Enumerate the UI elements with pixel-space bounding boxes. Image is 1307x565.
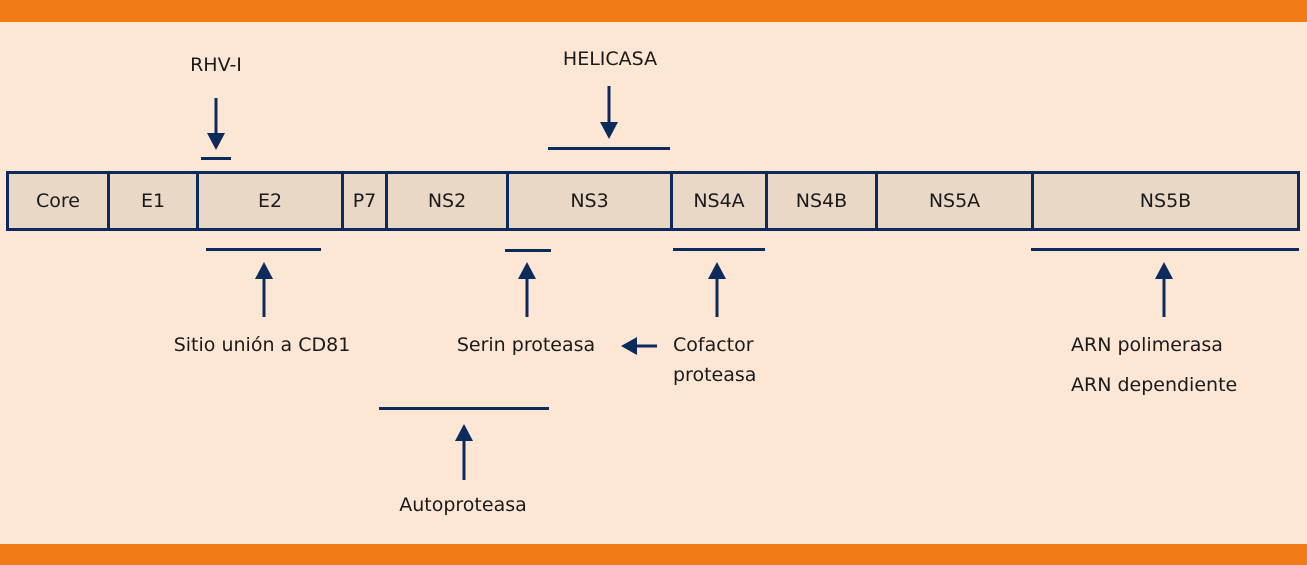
serin-region-bar	[505, 249, 551, 252]
helicasa-label: HELICASA	[562, 48, 658, 70]
segment-ns2: NS2	[388, 174, 509, 228]
segment-label: NS2	[427, 190, 467, 212]
cofactor-to-serin-arrow-icon	[621, 337, 657, 355]
cd81-region-bar	[206, 248, 321, 251]
segment-ns4a: NS4A	[673, 174, 768, 228]
segment-ns5a: NS5A	[878, 174, 1034, 228]
segment-label: E1	[140, 190, 166, 212]
top-band	[0, 0, 1307, 22]
cofactor-label-line2: proteasa	[673, 364, 757, 386]
segment-label: E2	[257, 190, 283, 212]
segment-e2: E2	[199, 174, 344, 228]
rhv-region-bar	[201, 157, 231, 160]
segment-ns5b: NS5B	[1034, 174, 1297, 228]
autoproteasa-label: Autoproteasa	[399, 494, 527, 516]
polimerasa-arrow-icon	[1155, 262, 1173, 317]
autoproteasa-arrow-icon	[455, 424, 473, 480]
polimerasa-region-bar	[1031, 248, 1299, 251]
cofactor-region-bar	[673, 248, 765, 251]
segment-p7: P7	[344, 174, 388, 228]
cd81-arrow-icon	[255, 262, 273, 317]
serin-label: Serin proteasa	[456, 334, 596, 356]
segment-ns3: NS3	[509, 174, 673, 228]
cofactor-arrow-icon	[708, 262, 726, 317]
arn-label-line1: ARN polimerasa	[1071, 334, 1223, 356]
segment-label: NS4B	[795, 190, 848, 212]
bottom-band	[0, 544, 1307, 565]
rhv-arrow-icon	[207, 98, 225, 150]
helicasa-arrow-icon	[600, 86, 618, 139]
segment-ns4b: NS4B	[768, 174, 878, 228]
arn-label-line2: ARN dependiente	[1071, 374, 1238, 396]
segment-label: P7	[352, 190, 377, 212]
segment-core: Core	[9, 174, 110, 228]
segment-e1: E1	[110, 174, 199, 228]
cd81-label: Sitio unión a CD81	[173, 334, 351, 356]
segment-label: NS5A	[928, 190, 981, 212]
segment-label: NS4A	[693, 190, 745, 212]
serin-arrow-icon	[518, 262, 536, 317]
segment-label: NS3	[570, 190, 609, 212]
helicasa-region-bar	[548, 147, 670, 150]
autoproteasa-region-bar	[379, 407, 549, 410]
segment-label: Core	[36, 190, 80, 212]
segment-label: NS5B	[1139, 190, 1192, 212]
cofactor-label-line1: Cofactor	[673, 334, 754, 356]
rhv-label: RHV-I	[190, 54, 242, 76]
genome-map: Core E1 E2 P7 NS2 NS3 NS4A NS4B NS5A NS5…	[6, 171, 1300, 231]
